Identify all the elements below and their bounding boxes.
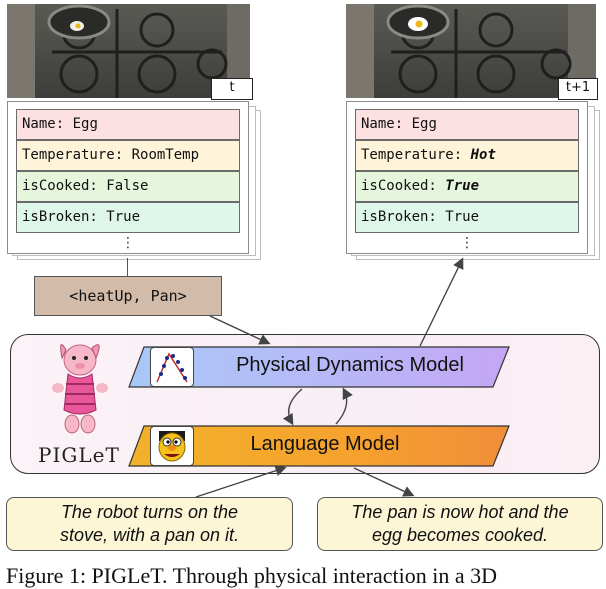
object-state-card-before: Name: Egg Temperature: RoomTemp isCooked…: [7, 101, 249, 254]
arrow-language-to-output: [353, 467, 415, 497]
ellipsis: ⋮: [460, 235, 474, 251]
attr-row-name: Name: Egg: [16, 109, 240, 140]
language-model-label: Language Model: [250, 433, 400, 455]
language-model-icon: [150, 426, 194, 466]
stove-image-before: [7, 4, 250, 98]
physical-dynamics-shape: [128, 346, 510, 388]
physical-dynamics-model-label: Physical Dynamics Model: [236, 354, 464, 376]
figure-caption: Figure 1: PIGLeT. Through physical inter…: [6, 563, 498, 588]
physics-model-icon: [150, 347, 194, 387]
piglet-logo-text: PIGLeT: [38, 443, 120, 467]
attr-row-iscooked: isCooked: False: [16, 171, 240, 202]
attr-row-isbroken: isBroken: True: [16, 202, 240, 233]
time-label-t-plus-1: t+1: [558, 78, 598, 100]
arrow-input-to-language: [195, 465, 287, 498]
stove-scene-before: [7, 4, 250, 98]
arrow-physics-to-state: [419, 257, 464, 347]
input-text-box: The robot turns on the stove, with a pan…: [6, 497, 293, 551]
attr-row-isbroken: isBroken: True: [355, 202, 579, 233]
attr-row-temperature: Temperature: Hot: [355, 140, 579, 171]
time-label-t: t: [211, 78, 253, 100]
arrow-physics-to-language: [282, 388, 303, 426]
connector-line: [127, 258, 128, 276]
attr-row-iscooked: isCooked: True: [355, 171, 579, 202]
piglet-mascot-icon: [52, 344, 108, 434]
ellipsis: ⋮: [121, 235, 135, 251]
object-state-card-after: Name: Egg Temperature: Hot isCooked: Tru…: [346, 101, 588, 254]
language-model-shape: [128, 425, 510, 467]
output-text-box: The pan is now hot and the egg becomes c…: [317, 497, 603, 551]
attr-row-name: Name: Egg: [355, 109, 579, 140]
arrow-language-to-physics: [335, 387, 353, 425]
action-box: <heatUp, Pan>: [34, 276, 222, 316]
arrow-action-to-physics: [209, 315, 271, 345]
attr-row-temperature: Temperature: RoomTemp: [16, 140, 240, 171]
